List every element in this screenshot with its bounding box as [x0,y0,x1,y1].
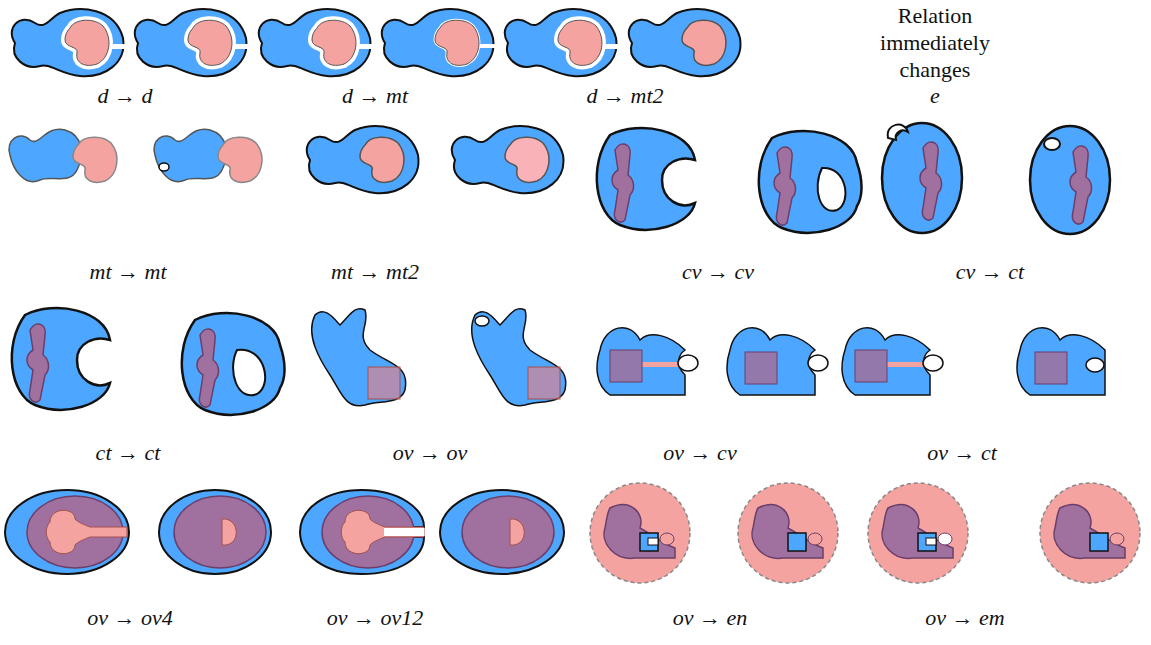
transition-caption: mt → mt [90,259,167,285]
note-text: Relation immediately changes [860,2,1010,83]
transition-caption: ov → ov [393,440,468,466]
transition-caption: cv → ct [956,259,1024,285]
transition-caption: e [930,83,940,109]
transition-caption: d → mt2 [587,83,664,109]
transition-caption: ov → ct [927,440,997,466]
transition-caption: ov → en [673,605,748,631]
transition-caption: d → d [98,83,153,109]
transition-caption: ov → ov4 [87,605,173,631]
transition-caption: mt → mt2 [331,259,419,285]
transition-caption: ov → cv [663,440,736,466]
transition-caption: ct → ct [96,440,161,466]
transition-caption: ov → em [925,605,1004,631]
transition-caption: cv → cv [682,259,754,285]
transition-caption: ov → ov12 [327,605,424,631]
transition-caption: d → mt [342,83,408,109]
